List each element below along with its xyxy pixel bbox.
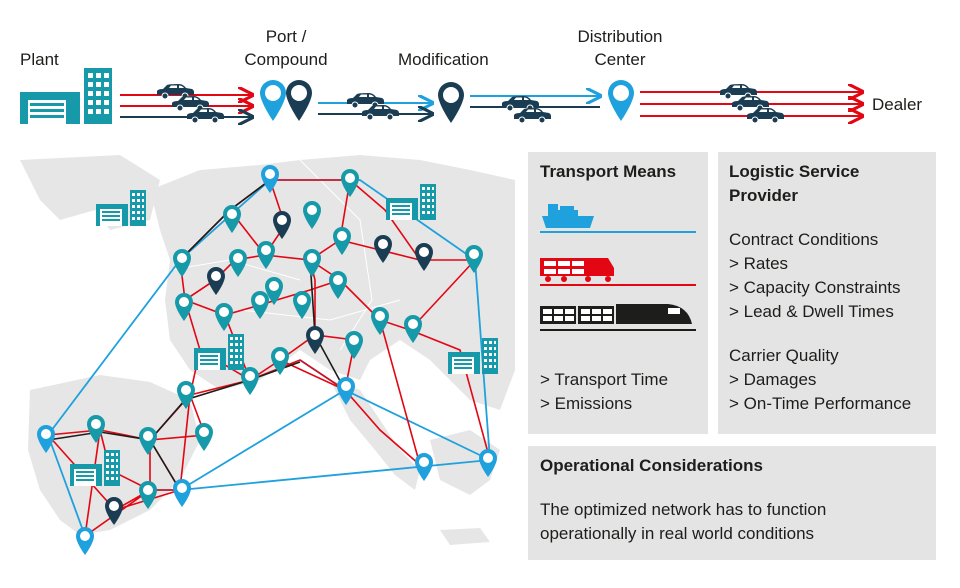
train-icon: [540, 304, 692, 324]
dealer-label: Dealer: [872, 95, 923, 114]
transport-bullets: > Transport Time > Emissions: [540, 368, 668, 416]
plant-icon: [20, 68, 112, 124]
car-icon: [513, 107, 552, 123]
lsp-title-line2: Provider: [729, 186, 798, 205]
car-icon: [746, 107, 785, 123]
lsp-title: Logistic Service Provider: [729, 160, 859, 208]
operational-text: The optimized network has to function op…: [540, 498, 826, 546]
map-pin-icon: [195, 423, 213, 451]
contract-conditions: Contract Conditions > Rates > Capacity C…: [729, 228, 901, 324]
car-icon: [186, 107, 225, 123]
compound-label-line: Compound: [244, 50, 328, 69]
distribution-center-label: Distribution Center: [565, 25, 675, 71]
transport-time-item: > Transport Time: [540, 370, 669, 389]
port-label-line: Port /: [265, 27, 307, 46]
modification-label: Modification: [398, 50, 489, 69]
car-icon: [361, 104, 400, 120]
operational-line1: The optimized network has to function: [540, 500, 827, 519]
contract-heading: Contract Conditions: [729, 230, 879, 249]
lsp-title-line1: Logistic Service: [729, 162, 860, 181]
emissions-item: > Emissions: [540, 394, 633, 413]
transport-means-panel: Transport Means: [528, 152, 708, 434]
supply-chain-flow: [20, 68, 960, 140]
distribution-label-line: Distribution: [577, 27, 663, 46]
carrier-quality: Carrier Quality > Damages > On-Time Perf…: [729, 344, 911, 416]
map-pin-icon: [76, 527, 94, 555]
operational-considerations-panel: Operational Considerations The optimized…: [528, 446, 936, 560]
center-label-line: Center: [594, 50, 646, 69]
lead-dwell-item: > Lead & Dwell Times: [729, 302, 894, 321]
europe-network-map: [20, 155, 515, 555]
distribution-pin-icon: [608, 80, 634, 121]
transport-means-title: Transport Means: [540, 162, 677, 181]
operational-title: Operational Considerations: [540, 456, 763, 475]
logistic-service-provider-panel: Logistic Service Provider Contract Condi…: [718, 152, 936, 434]
damages-item: > Damages: [729, 370, 817, 389]
transport-icons: [540, 204, 696, 331]
port-compound-label: Port / Compound: [238, 25, 334, 71]
plant-label: Plant: [20, 50, 59, 69]
modification-pin-icon: [438, 82, 464, 123]
map-pin-icon: [241, 367, 259, 395]
truck-icon: [540, 258, 614, 282]
rates-item: > Rates: [729, 254, 789, 273]
carrier-heading: Carrier Quality: [729, 346, 839, 365]
capacity-item: > Capacity Constraints: [729, 278, 901, 297]
on-time-item: > On-Time Performance: [729, 394, 912, 413]
map-pin-icon: [173, 479, 191, 507]
operational-line2: operationally in real world conditions: [540, 524, 815, 543]
ship-icon: [542, 204, 594, 228]
port-pin-icon: [260, 80, 286, 121]
compound-pin-icon: [286, 80, 312, 121]
